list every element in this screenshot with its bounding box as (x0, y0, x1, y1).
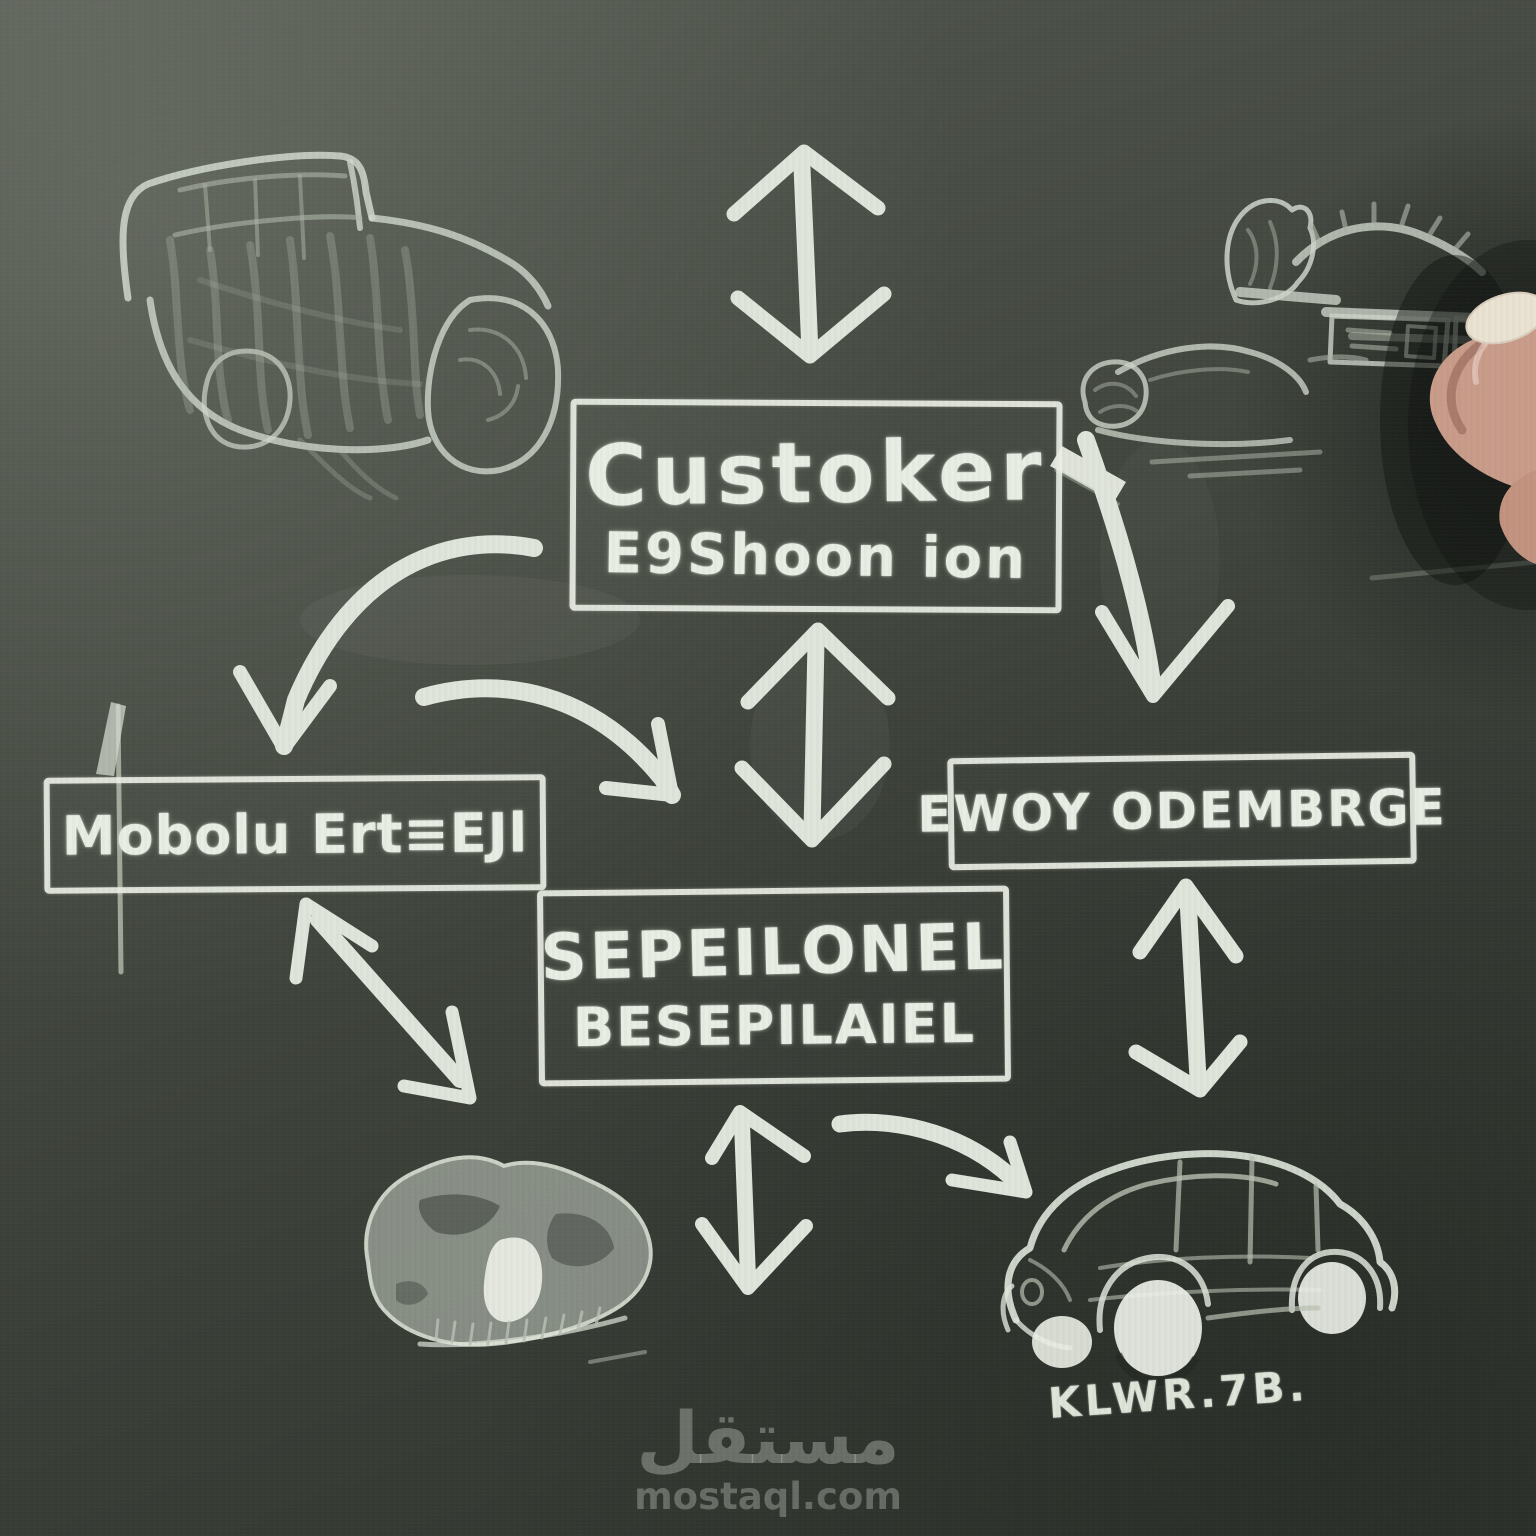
rock-sketch (364, 1155, 653, 1364)
arrow-top-vertical (726, 144, 892, 364)
arrow-curved-center-to-beetle (831, 1113, 1033, 1199)
left-vertical-line (96, 702, 126, 975)
flow-node-left: Mobolu Ert≡EJl (43, 774, 547, 894)
arrow-right-vertical (1128, 878, 1248, 1098)
node-center-line1: SEPEILONEL (540, 909, 1008, 996)
node-customer-line1: Custoker (584, 420, 1048, 525)
beetle-car-sketch (1000, 1150, 1399, 1386)
arrow-diagonal-left (289, 897, 477, 1105)
arrow-curved-top-to-right (1077, 431, 1235, 703)
watermark: مستقل mostaql.com (608, 1402, 928, 1515)
watermark-domain: mostaql.com (634, 1475, 902, 1518)
node-center-line2: BESEPILAIEL (572, 991, 977, 1059)
arrow-curved-top-to-left (233, 535, 543, 755)
node-right-line1: EWOY ODEMBRGE (916, 778, 1448, 844)
flow-node-center: SEPEILONEL BESEPILAIEL (536, 885, 1012, 1087)
arrow-bottom-vertical (695, 1105, 813, 1295)
node-left-line1: Mobolu Ert≡EJl (61, 800, 529, 868)
node-customer-line2: E9Shoon ion (603, 520, 1029, 592)
flow-node-customer: Custoker E9Shoon ion (569, 398, 1063, 614)
arrow-curved-left-to-center (415, 679, 681, 804)
flow-node-right: EWOY ODEMBRGE (917, 751, 1447, 871)
arrow-mid-vertical (734, 622, 896, 848)
artist-finger (1380, 240, 1536, 610)
watermark-arabic-logo: مستقل (636, 1396, 900, 1480)
vintage-car-sketch (119, 151, 562, 501)
car-scene-sketch (1080, 198, 1489, 479)
